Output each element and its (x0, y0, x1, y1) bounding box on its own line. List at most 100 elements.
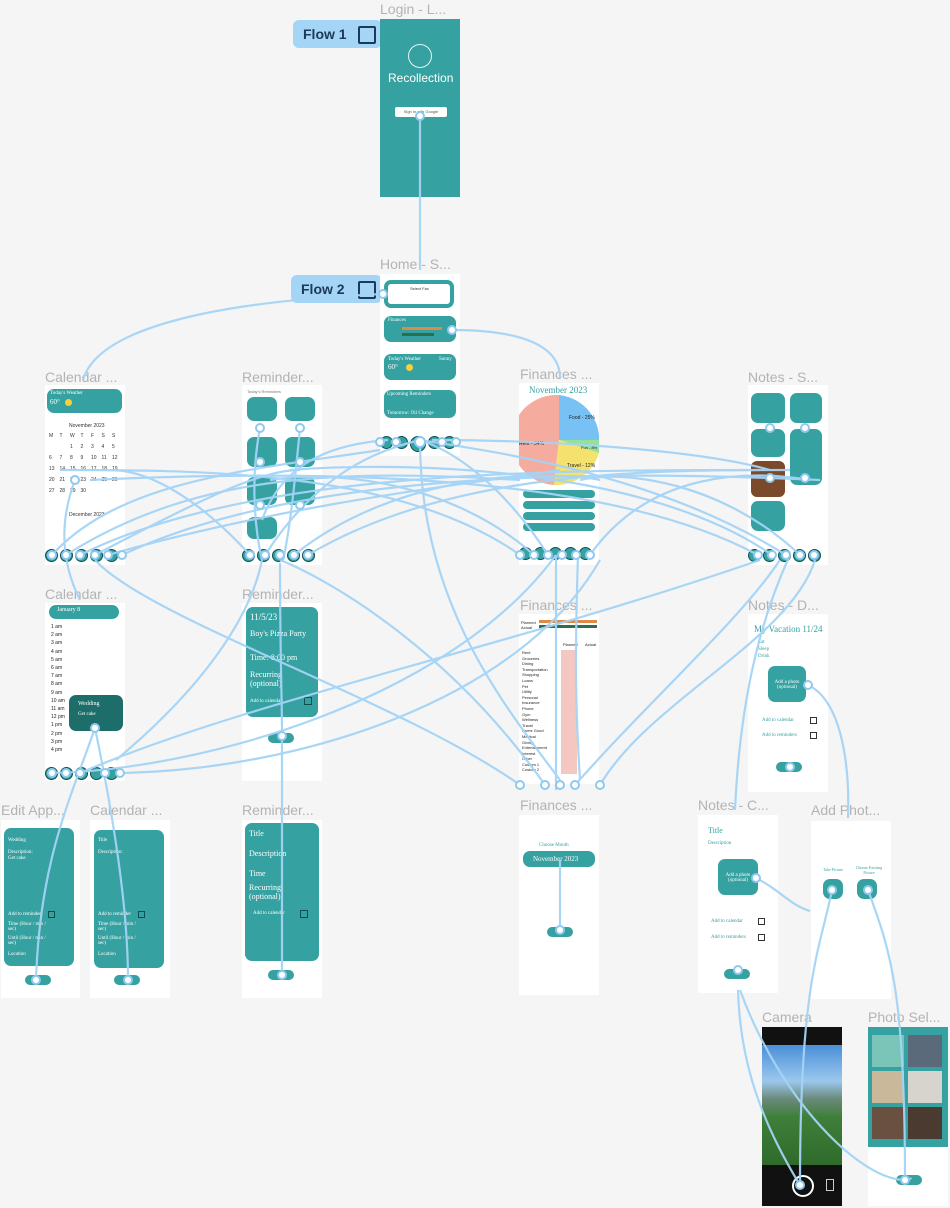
calendar-day-cell[interactable]: 3 (91, 444, 94, 450)
calendar-day-cell[interactable]: 10 (91, 455, 97, 461)
note-card[interactable] (790, 429, 822, 485)
reminder-add-desc[interactable]: Description (249, 849, 287, 858)
calendar-day-cell[interactable]: 6 (49, 455, 52, 461)
calendar-day-cell[interactable]: 26 (112, 477, 118, 483)
save-button[interactable]: Save (896, 1175, 922, 1185)
nav-home-icon[interactable] (778, 549, 791, 562)
flash-icon[interactable] (826, 1179, 834, 1191)
back-button[interactable] (25, 975, 51, 985)
calendar-day-cell[interactable]: 8 (70, 455, 73, 461)
camera-icon[interactable] (823, 879, 843, 899)
nav-finances-icon[interactable] (287, 549, 300, 562)
home-weather-card[interactable]: Today's Weather 60° Sunny (384, 354, 456, 380)
nav-home-icon[interactable] (75, 549, 88, 562)
flow-1-marker[interactable]: Flow 1 (293, 20, 382, 48)
calendar-day-cell[interactable]: 22 (70, 477, 76, 483)
nav-reminders-icon[interactable] (395, 436, 408, 449)
nav-finances-icon[interactable] (793, 549, 806, 562)
edit-app-location[interactable]: Location (8, 952, 26, 957)
nav-notes-icon[interactable] (105, 549, 118, 562)
back-button[interactable] (268, 970, 294, 980)
add-to-calendar-checkbox[interactable] (304, 697, 312, 705)
nav-finances-icon[interactable] (428, 436, 441, 449)
add-to-reminders-checkbox[interactable] (758, 934, 765, 941)
expense-pie-chart[interactable] (519, 395, 599, 485)
back-button[interactable] (776, 762, 802, 772)
edit-app-card[interactable]: Wedding Description: Get cake Add to rem… (4, 828, 74, 966)
calendar-day-cell[interactable]: 18 (101, 466, 108, 472)
nav-calendar-icon[interactable] (380, 436, 393, 449)
nav-calendar-icon[interactable] (519, 547, 532, 560)
reminder-add-recurring[interactable]: Recurring (optional) (249, 883, 281, 901)
frame-login[interactable]: Recollection Sign in with Google (380, 19, 460, 197)
nav-notes-icon[interactable] (443, 436, 456, 449)
photo-thumb[interactable] (908, 1107, 942, 1139)
reminder-add-title[interactable]: Title (249, 829, 264, 838)
add-to-reminder-checkbox[interactable] (48, 911, 55, 918)
reminder-card[interactable] (285, 397, 315, 421)
see-expenses-button[interactable] (523, 501, 595, 509)
add-to-calendar-checkbox[interactable] (758, 918, 765, 925)
image-icon[interactable] (857, 879, 877, 899)
frame-notes-create[interactable]: Title Description Add a photo (optional)… (698, 815, 778, 993)
calendar-day-cell[interactable]: 5 (112, 444, 115, 450)
calendar-add-desc-label[interactable]: Description: (98, 850, 123, 855)
frame-camera[interactable] (762, 1027, 842, 1206)
calendar-weather-card[interactable]: Today's Weather 60° (47, 389, 122, 413)
home-reminders-card[interactable]: Upcoming Reminders Tomorrow: Oil Change (384, 390, 456, 418)
calendar-day-cell[interactable]: 17 (91, 466, 97, 472)
change-month-button[interactable] (523, 523, 595, 531)
frame-notes[interactable] (748, 385, 828, 565)
reminder-card[interactable] (247, 437, 277, 467)
nav-home-icon[interactable] (75, 767, 88, 780)
calendar-day-cell[interactable]: 16 (80, 466, 87, 472)
reminder-card[interactable] (247, 397, 277, 421)
reminder-card[interactable] (285, 477, 315, 505)
calendar-day-cell[interactable]: 7 (59, 455, 63, 461)
nav-home-icon[interactable] (549, 547, 562, 560)
edit-app-until[interactable]: Until (Hour / min / sec) (8, 936, 46, 946)
calendar-day-cell[interactable]: 1 (70, 444, 73, 450)
frame-reminder-detail[interactable]: 11/5/23 Boy's Pizza Party Time: 8:00 pm … (242, 603, 322, 781)
calendar-day-cell[interactable]: 27 (49, 488, 55, 494)
reminder-detail-card[interactable]: 11/5/23 Boy's Pizza Party Time: 8:00 pm … (246, 607, 318, 717)
calendar-day-cell[interactable]: 23 (80, 477, 87, 483)
frame-reminders[interactable]: Today's Reminders (242, 385, 322, 565)
back-button[interactable] (268, 733, 294, 743)
nav-reminders-icon[interactable] (763, 549, 776, 562)
frame-notes-detail[interactable]: My Vacation 11/24 Eat Sleep Drink Add a … (748, 614, 828, 792)
nav-calendar-icon[interactable] (242, 549, 255, 562)
calendar-day-cell[interactable]: 21 (59, 477, 66, 483)
add-photo-button[interactable]: Add a photo (optional) (718, 859, 758, 895)
calendar-add-time[interactable]: Time (Hour / min / sec) (98, 922, 136, 932)
reminder-card[interactable] (247, 477, 277, 505)
edit-app-time[interactable]: Time (Hour / min / sec) (8, 922, 46, 932)
nav-finances-icon[interactable] (564, 547, 577, 560)
nav-home-icon[interactable] (272, 549, 285, 562)
calendar-add-card[interactable]: Title Description: Add to reminder Time … (94, 830, 164, 968)
nav-notes-icon[interactable] (808, 549, 821, 562)
calendar-day-cell[interactable]: 30 (80, 488, 87, 494)
photo-thumb[interactable] (872, 1035, 904, 1067)
calendar-day-cell[interactable]: 28 (59, 488, 66, 494)
reminder-add-time[interactable]: Time (249, 869, 266, 878)
notes-create-desc[interactable]: Description (708, 841, 732, 846)
calendar-day-cell[interactable]: 15 (70, 466, 76, 472)
back-button[interactable] (724, 969, 750, 979)
google-signin-button[interactable]: Sign in with Google (395, 107, 447, 117)
nav-calendar-icon[interactable] (748, 549, 761, 562)
calendar-day-cell[interactable]: 29 (70, 488, 76, 494)
calendar-day-cell[interactable]: 9 (80, 455, 84, 461)
calendar-day-cell[interactable]: 24 (91, 477, 97, 483)
add-expense-button[interactable] (523, 490, 595, 498)
calendar-day-cell[interactable]: 11 (101, 455, 107, 461)
calendar-day-cell[interactable]: 25 (101, 477, 108, 483)
photo-thumb[interactable] (908, 1035, 942, 1067)
back-button[interactable] (547, 927, 573, 937)
event-card[interactable]: Wedding Get cake (69, 695, 123, 731)
month-select[interactable]: November 2023 (523, 851, 595, 867)
